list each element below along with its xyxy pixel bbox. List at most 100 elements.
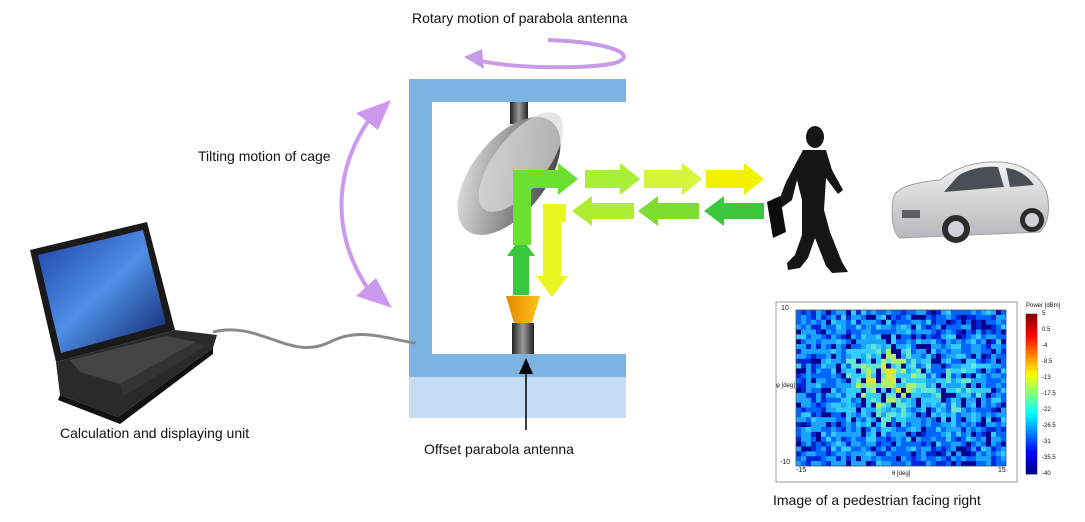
heatmap-cell <box>901 436 907 442</box>
heatmap-cell <box>916 368 922 374</box>
heatmap-cell <box>946 422 952 428</box>
heatmap-cell <box>911 373 917 379</box>
heatmap-cell <box>796 349 802 355</box>
heatmap-cell <box>906 456 912 462</box>
heatmap-cell <box>991 373 997 379</box>
colorbar-tick-label: -31 <box>1042 439 1051 445</box>
heatmap-cell <box>836 417 842 423</box>
heatmap-cell <box>956 446 962 452</box>
heatmap-cell <box>806 412 812 418</box>
heatmap-cell <box>951 363 957 369</box>
heatmap-cell <box>831 402 837 408</box>
heatmap-cell <box>976 319 982 325</box>
heatmap-cell <box>936 349 942 355</box>
heatmap-cell <box>901 397 907 403</box>
heatmap-cell <box>851 407 857 413</box>
heatmap-cell <box>916 456 922 462</box>
heatmap-cell <box>831 446 837 452</box>
heatmap-cell <box>896 368 902 374</box>
heatmap-cell <box>916 441 922 447</box>
heatmap-cell <box>956 339 962 345</box>
heatmap-cell <box>971 368 977 374</box>
heatmap-cell <box>906 446 912 452</box>
heatmap-cell <box>901 402 907 408</box>
heatmap-cell <box>891 353 897 360</box>
heatmap-cell <box>801 427 807 433</box>
heatmap-cell <box>986 344 992 350</box>
heatmap-cell <box>931 334 937 340</box>
heatmap-cell <box>996 397 1002 403</box>
heatmap-cell <box>956 363 962 369</box>
heatmap-cell <box>851 397 857 403</box>
heatmap-cell <box>886 461 892 467</box>
heatmap-cell <box>856 353 862 360</box>
heatmap-cell <box>891 368 897 374</box>
heatmap-cell <box>926 334 932 340</box>
heatmap-cell <box>896 436 902 442</box>
heatmap-cell <box>851 310 857 316</box>
heatmap-cell <box>826 461 832 467</box>
heatmap-cell <box>901 373 907 379</box>
heatmap-cell <box>961 334 967 340</box>
heatmap-cell <box>801 388 807 394</box>
heatmap-cell <box>901 407 907 413</box>
heatmap-cell <box>981 446 987 452</box>
heatmap-cell <box>866 314 872 321</box>
heatmap-cell <box>911 441 917 447</box>
heatmap-cell <box>876 368 882 374</box>
heatmap-cell <box>821 436 827 442</box>
heatmap-cell <box>936 334 942 340</box>
heatmap-cell <box>826 417 832 423</box>
heatmap-cell <box>911 329 917 335</box>
heatmap-cell <box>986 392 992 399</box>
heatmap-cell <box>901 349 907 355</box>
heatmap-cell <box>991 319 997 325</box>
heatmap-cell <box>981 388 987 394</box>
heatmap-cell <box>936 319 942 325</box>
heatmap-cell <box>841 339 847 345</box>
heatmap-cell <box>926 339 932 345</box>
heatmap-cell <box>866 456 872 462</box>
heatmap-cell <box>821 456 827 462</box>
heatmap-cell <box>846 412 852 418</box>
heatmap-cell <box>891 310 897 316</box>
heatmap-cell <box>901 310 907 316</box>
heatmap-cell <box>836 451 842 457</box>
heatmap-cell <box>891 407 897 413</box>
heatmap-cell <box>976 373 982 379</box>
heatmap-cell <box>826 378 832 384</box>
heatmap-cell <box>961 319 967 325</box>
heatmap-cell <box>831 431 837 438</box>
heatmap-cell <box>1001 392 1007 399</box>
heatmap-cell <box>811 397 817 403</box>
heatmap-cell <box>986 456 992 462</box>
heatmap-cell <box>871 353 877 360</box>
heatmap-cell <box>921 427 927 433</box>
heatmap-cell <box>891 358 897 364</box>
heatmap-cell <box>906 451 912 457</box>
colorbar-tick-label: -4 <box>1042 343 1048 349</box>
heatmap-cell <box>921 378 927 384</box>
heatmap-cell <box>856 436 862 442</box>
heatmap-cell <box>831 368 837 374</box>
heatmap-cell <box>901 324 907 330</box>
heatmap-cell <box>961 446 967 452</box>
heatmap-cell <box>906 412 912 418</box>
heatmap-cell <box>856 339 862 345</box>
heatmap-cell <box>836 339 842 345</box>
heatmap-cell <box>826 329 832 335</box>
heatmap-cell <box>941 344 947 350</box>
heatmap-cell <box>951 358 957 364</box>
heatmap-cell <box>871 383 877 389</box>
heatmap-cell <box>831 456 837 462</box>
heatmap-cell <box>886 344 892 350</box>
heatmap-cell <box>921 407 927 413</box>
heatmap-cell <box>896 339 902 345</box>
heatmap-cell <box>881 324 887 330</box>
heatmap-cell <box>916 349 922 355</box>
heatmap-cell <box>861 427 867 433</box>
heatmap-cell <box>861 407 867 413</box>
heatmap-cell <box>901 378 907 384</box>
heatmap-cell <box>871 329 877 335</box>
